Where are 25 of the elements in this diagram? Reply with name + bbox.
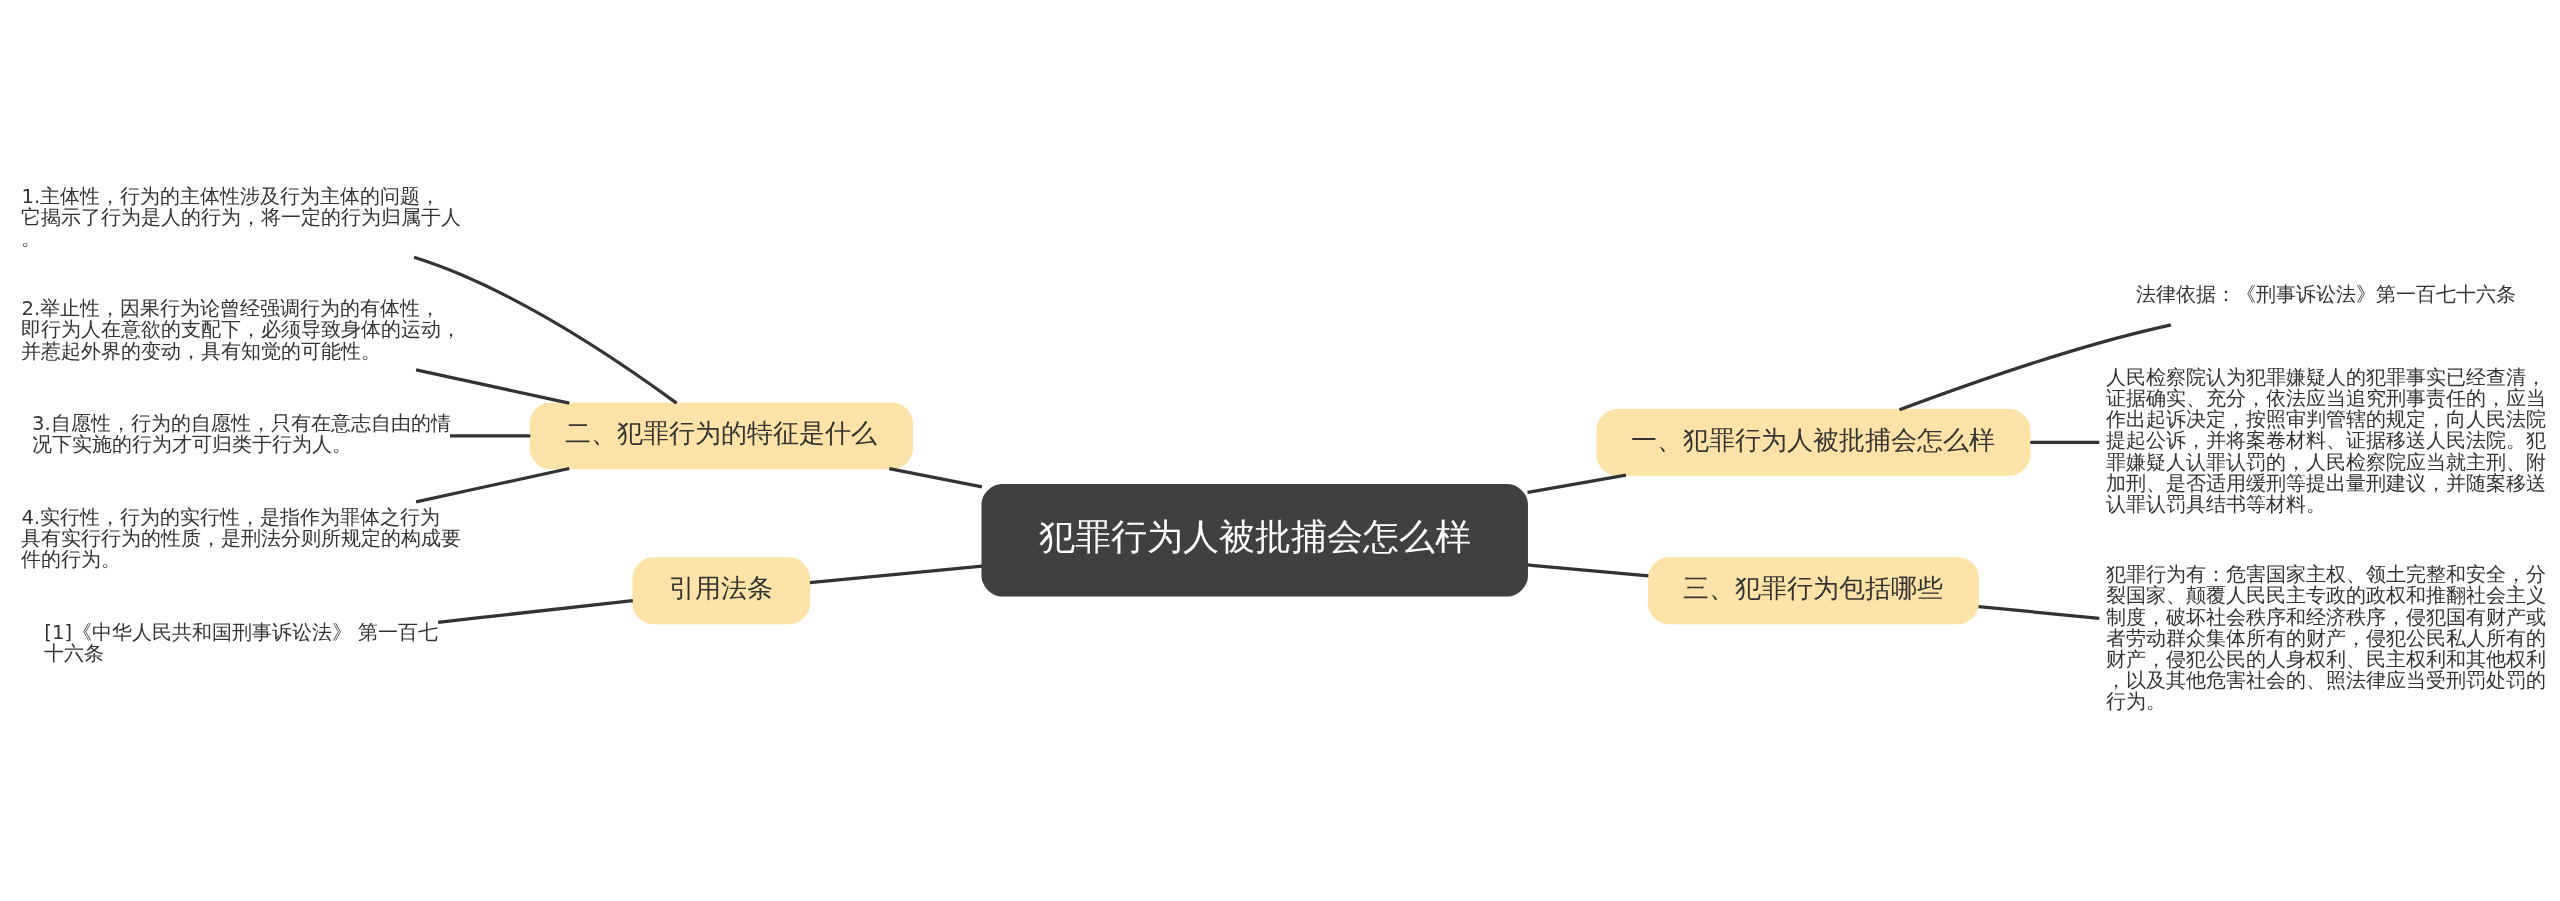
node-box: 三、犯罪行为包括哪些 (1647, 557, 1979, 625)
connector (413, 255, 678, 405)
connector (1527, 473, 1627, 495)
node-text: 2.举止性，因果行为论曾经强调行为的有体性，即行为人在意欲的支配下，必须导致身体的运动，并惹起外界的变动，具有知觉的可能性。 (21, 297, 462, 363)
node-text: [1]《中华人民共和国刑事诉讼法》 第一百七十六条 (44, 621, 439, 666)
node-text: 法律依据：《刑事诉讼法》第一百七十六条 (2135, 282, 2516, 306)
node-text: 人民检察院认为犯罪嫌疑人的犯罪事实已经查清，证据确实、充分，依法应当追究刑事责任的，应当作出起诉决定，按照审判管辖的规定，向人民法院提起公诉，并将案卷材料、证据移送人民法院。犯罪嫌疑人认罪认罚的，人民检察院应当就主刑、附加刑、是否适用缓刑等提出量刑建议，并随案移送认罪认罚具结书等材料。 (2106, 365, 2547, 517)
node-box: 二、犯罪行为的特征是什么 (529, 402, 913, 470)
node-box: 一、犯罪行为人被批捕会怎么样 (1596, 408, 2031, 476)
connector (1527, 563, 1649, 578)
connector (888, 466, 983, 489)
connector (809, 564, 983, 585)
node-text: 犯罪行为有：危害国家主权、领土完整和安全，分裂国家、颠覆人民民主专政的政权和推翻社会主义制度，破坏社会秩序和经济秩序，侵犯国有财产或者劳动群众集体所有的财产，侵犯公民私人所有的财产，侵犯公民的人身权利、民主权利和其他权利，以及其他危害社会的、照法律应当受刑罚处罚的行为。 (2106, 563, 2547, 714)
node-text: 1.主体性，行为的主体性涉及行为主体的问题，它揭示了行为是人的行为，将一定的行为归属于人。 (21, 184, 462, 251)
node-box: 引用法条 (632, 557, 811, 625)
connector (415, 368, 570, 405)
connector (1978, 605, 2100, 620)
node-text: 4.实行性，行为的实行性，是指作为罪体之行为具有实行行为的性质，是刑法分则所规定的构成要件的行为。 (21, 506, 462, 572)
node-text: 3.自愿性，行为的自愿性，只有在意志自由的情况下实施的行为才可归类于行为人。 (32, 412, 451, 457)
connector (449, 434, 531, 438)
connector (1898, 323, 2172, 412)
node-box: 犯罪行为人被批捕会怎么样 (981, 483, 1528, 597)
connector (2030, 440, 2100, 444)
connector (437, 598, 633, 624)
connector (415, 466, 570, 504)
